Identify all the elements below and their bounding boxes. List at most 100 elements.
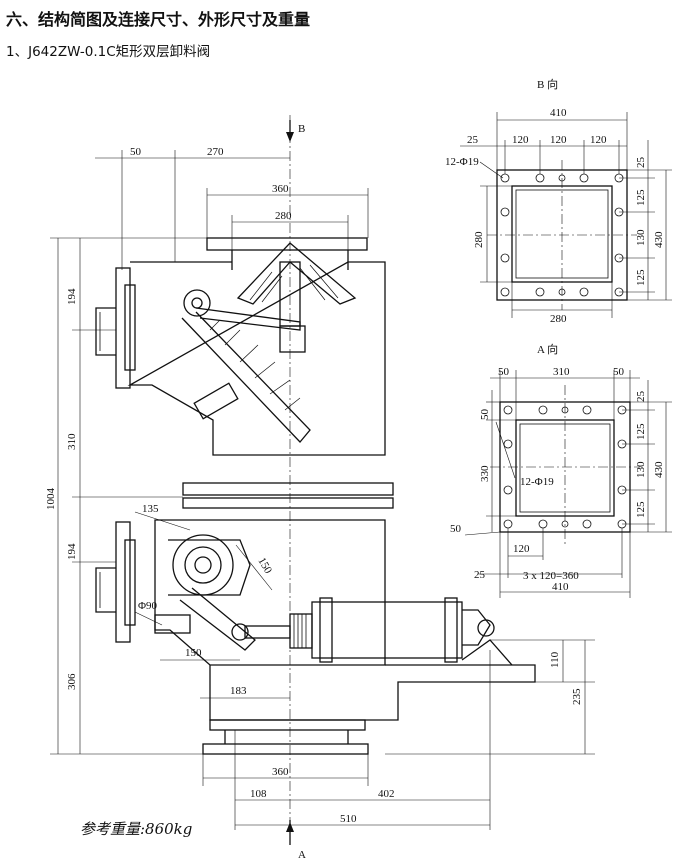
view-a-dim-25-r: 25	[635, 391, 647, 403]
dim-108: 108	[250, 788, 267, 800]
lower-flap	[179, 587, 256, 651]
top-flange	[206, 237, 368, 251]
dim-510: 510	[340, 813, 357, 825]
view-b-dim-25-r: 25	[635, 157, 647, 169]
dim-360-bot: 360	[272, 766, 289, 778]
view-b-dim-120-2: 120	[550, 134, 567, 146]
lower-handle	[95, 567, 116, 613]
view-b-holes-leader	[479, 161, 504, 179]
cylinder-end-left	[319, 597, 333, 663]
view-a-dim-330: 330	[479, 465, 491, 482]
view-b-dim-125-2: 125	[635, 269, 647, 286]
view-a: A 向 50 310 50 50 330	[450, 342, 672, 598]
upper-pivot-inner	[191, 297, 203, 309]
view-a-dim-50-bl: 50	[450, 523, 462, 535]
cylinder-bracket	[385, 664, 536, 721]
bracket-arm	[461, 639, 513, 666]
dim-183: 183	[230, 685, 247, 697]
dim-270: 270	[207, 146, 224, 158]
view-a-holes-leader	[495, 421, 516, 479]
view-a-dim-125-2: 125	[635, 501, 647, 518]
dim-306: 306	[66, 673, 78, 690]
dim-235: 235	[571, 688, 583, 705]
view-a-dim-120: 120	[513, 543, 530, 555]
view-b-title: B 向	[537, 77, 558, 91]
inlet-neck	[231, 250, 349, 270]
middle-flange-upper	[182, 482, 394, 496]
outlet-neck	[209, 719, 366, 731]
view-a-dim-50-l: 50	[479, 409, 491, 421]
view-b-dim-280-h: 280	[550, 313, 567, 325]
view-a-dim-410: 410	[552, 581, 569, 593]
upper-flap	[181, 311, 311, 443]
lower-disc-outer	[172, 534, 234, 596]
upper-body	[127, 261, 386, 456]
cylinder-barrel	[311, 601, 463, 659]
upper-handle	[95, 307, 116, 356]
view-b-dim-430: 430	[653, 231, 665, 248]
cone-nut	[279, 325, 306, 353]
view-b-holes-label: 12-Φ19	[445, 156, 479, 168]
view-b-dim-25: 25	[467, 134, 479, 146]
view-a-dim-50-a: 50	[498, 366, 510, 378]
dim-402: 402	[378, 788, 395, 800]
view-a-dim-430: 430	[653, 461, 665, 478]
view-b-dim-410: 410	[550, 107, 567, 119]
upper-side-flange	[115, 267, 131, 389]
view-b-dim-130: 130	[635, 229, 647, 246]
dim-280-top: 280	[275, 210, 292, 222]
cylinder-clevis	[462, 609, 491, 646]
clevis-pin	[477, 619, 495, 637]
rod-eye	[231, 623, 249, 641]
cone-hatching	[249, 264, 339, 303]
upper-flange-plate	[124, 284, 136, 371]
view-a-dim-130: 130	[635, 461, 647, 478]
view-a-holes-label: 12-Φ19	[520, 476, 554, 488]
upper-pivot-outer	[183, 289, 211, 317]
view-b-dim-120-1: 120	[512, 134, 529, 146]
view-a-title: A 向	[537, 342, 558, 356]
dim-310: 310	[66, 433, 78, 450]
dim-360-top: 360	[272, 183, 289, 195]
dim-194-b: 194	[66, 543, 78, 560]
a-section-mark: A	[298, 849, 306, 861]
view-a-dim-3x120: 3 x 120=360	[523, 570, 579, 582]
b-section-mark: B	[298, 123, 305, 135]
lower-disc-hub	[194, 556, 212, 574]
dim-phi90: Φ90	[138, 600, 158, 612]
dim-194-a: 194	[66, 288, 78, 305]
view-a-dim-125-1: 125	[635, 423, 647, 440]
bottom-flange	[202, 743, 369, 755]
section-heading: 六、结构简图及连接尺寸、外形尺寸及重量	[6, 10, 311, 29]
outlet-walls	[224, 730, 349, 744]
lower-flange-plate	[124, 539, 136, 626]
b-arrow-head	[286, 132, 294, 142]
view-a-dim-310: 310	[553, 366, 570, 378]
view-a-dim-25: 25	[474, 569, 486, 581]
dim-line-135	[134, 511, 191, 531]
lower-side-flange	[115, 521, 131, 643]
piston-rod	[244, 625, 291, 639]
view-a-leader-50	[464, 531, 501, 536]
dim-135: 135	[142, 503, 159, 515]
view-b-dim-280-v: 280	[473, 231, 485, 248]
gland-thread	[293, 614, 307, 648]
dim-50: 50	[130, 146, 142, 158]
dim-110: 110	[549, 651, 561, 668]
middle-flange-lower	[182, 497, 394, 509]
cone-deflector	[236, 242, 357, 305]
dim-line-150-diag	[235, 544, 273, 591]
disc-housing	[168, 539, 251, 596]
flap-hatching	[209, 319, 301, 411]
front-view: B A	[45, 115, 595, 861]
rod-gland	[289, 613, 313, 649]
view-b-dim-120-3: 120	[590, 134, 607, 146]
view-a-dim-50-b: 50	[613, 366, 625, 378]
section-subheading: 1、J642ZW-0.1C矩形双层卸料阀	[6, 44, 211, 60]
phi90-block	[154, 614, 191, 634]
lower-disc-mid	[184, 546, 222, 584]
reference-weight: 参考重量:860kg	[80, 820, 193, 838]
upper-counterweight	[193, 382, 239, 420]
dim-line-phi90	[134, 611, 163, 626]
